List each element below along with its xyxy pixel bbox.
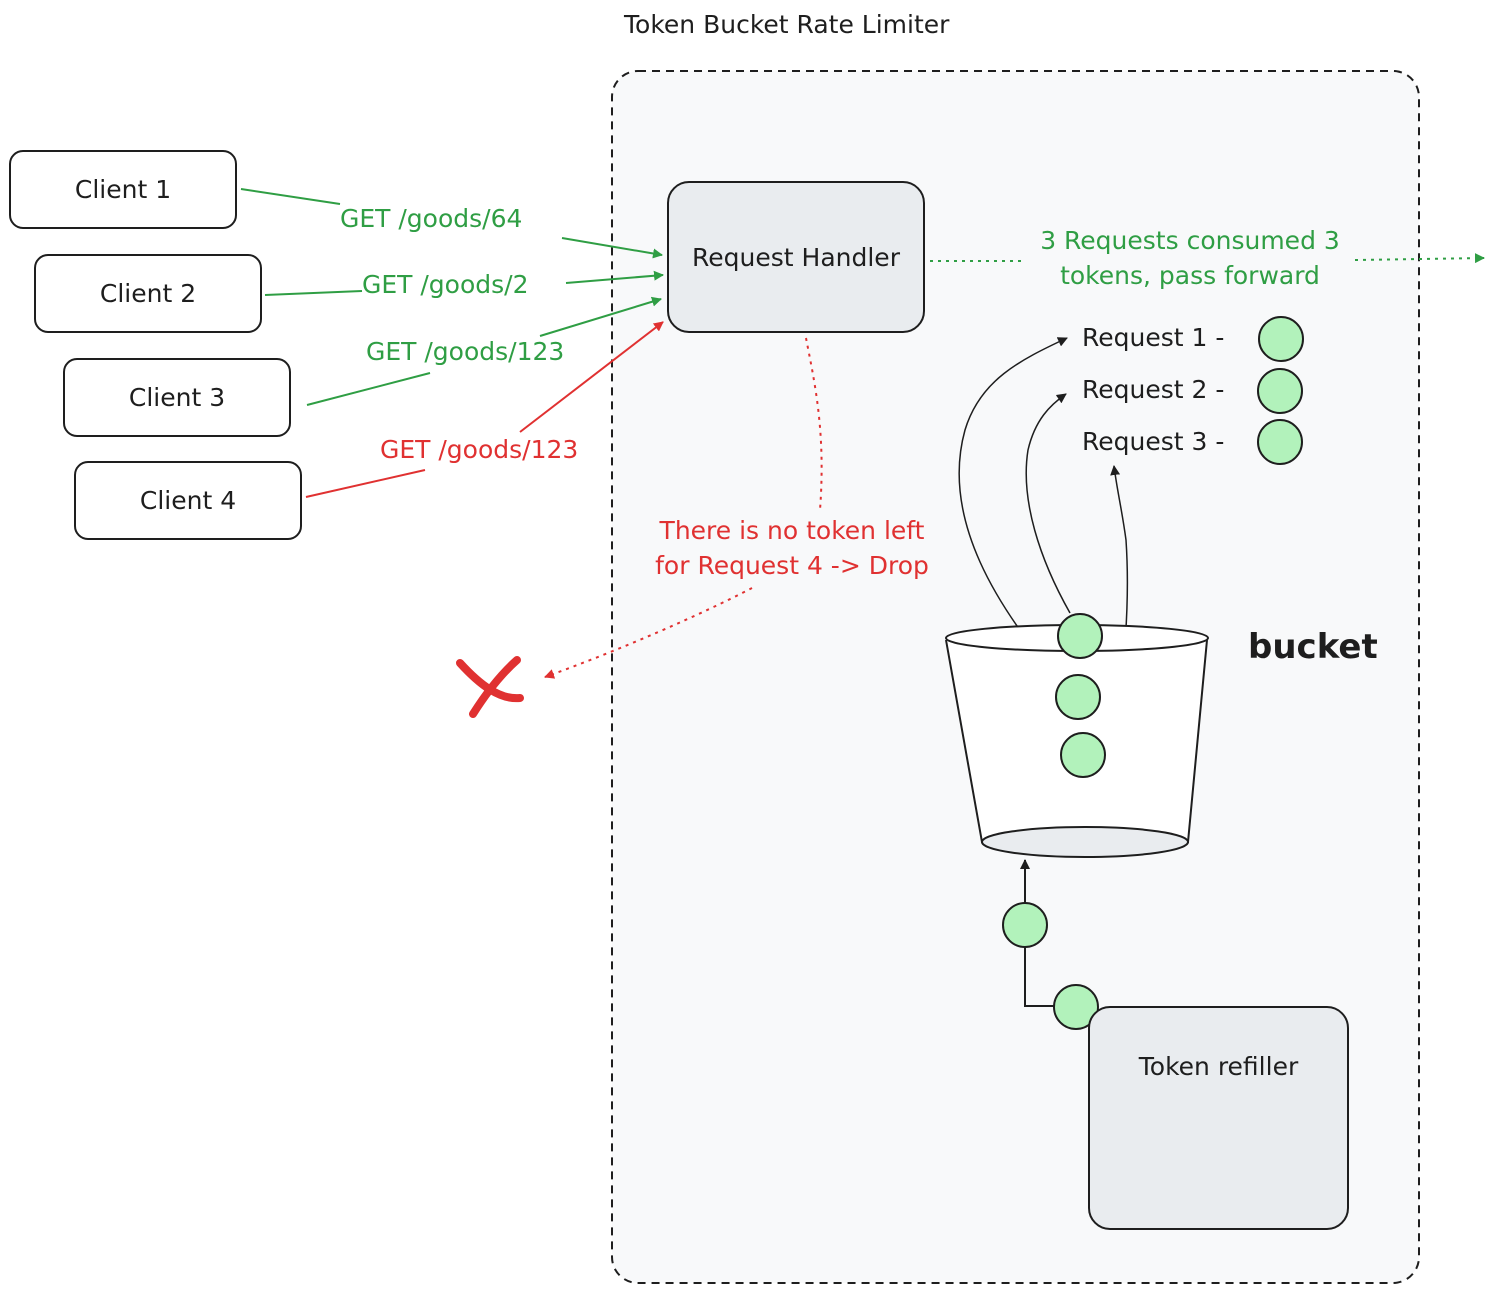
- token-flow-1: [958, 337, 1068, 676]
- request-label-3: GET /goods/123: [366, 337, 565, 366]
- diagram-title: Token Bucket Rate Limiter: [624, 10, 950, 39]
- token-refiller-box[interactable]: Token refiller: [1088, 1006, 1349, 1230]
- token-flow-2: [1025, 393, 1071, 614]
- forward-note-line-2: tokens, pass forward: [1060, 261, 1320, 290]
- consumed-request-1: Request 1 -: [1082, 323, 1225, 352]
- request-handler-box[interactable]: Request Handler: [667, 181, 925, 333]
- request-arrow-3: [306, 372, 431, 406]
- token-circle-icon: [1257, 419, 1303, 465]
- request-arrow-4: [305, 469, 426, 498]
- client-box-1[interactable]: Client 1: [9, 150, 237, 229]
- client-box-3[interactable]: Client 3: [63, 358, 291, 437]
- request-handler-label: Request Handler: [692, 242, 900, 272]
- drop-note: There is no token left for Request 4 -> …: [632, 513, 952, 583]
- client-box-4[interactable]: Client 4: [74, 461, 302, 540]
- token-circle-icon: [1060, 732, 1106, 778]
- token-circle-icon: [1258, 316, 1304, 362]
- token-refiller-label: Token refiller: [1138, 1052, 1299, 1081]
- token-circle-icon: [1055, 674, 1101, 720]
- drop-arrow-head: [544, 587, 753, 679]
- drop-note-line-2: for Request 4 -> Drop: [655, 551, 929, 580]
- request-arrow-1: [240, 188, 341, 205]
- forward-arrow-head: [1354, 253, 1485, 264]
- consumed-request-2: Request 2 -: [1082, 375, 1225, 404]
- consumed-request-3: Request 3 -: [1082, 427, 1225, 456]
- token-circle-icon: [1053, 984, 1099, 1030]
- request-arrow-2: [264, 290, 363, 296]
- forward-note: 3 Requests consumed 3 tokens, pass forwa…: [1025, 223, 1355, 293]
- bucket-label: bucket: [1248, 627, 1378, 667]
- token-circle-icon: [1257, 368, 1303, 414]
- client-box-2[interactable]: Client 2: [34, 254, 262, 333]
- request-label-4: GET /goods/123: [380, 435, 579, 464]
- token-circle-icon: [1002, 902, 1048, 948]
- drop-arrow: [805, 337, 823, 511]
- drop-note-line-1: There is no token left: [659, 516, 925, 545]
- forward-note-line-1: 3 Requests consumed 3: [1040, 226, 1340, 255]
- request-label-2: GET /goods/2: [362, 270, 529, 299]
- client-label: Client 1: [74, 175, 172, 204]
- client-label: Client 4: [139, 486, 237, 515]
- request-arrow-3-head: [539, 296, 662, 337]
- token-circle-icon: [1057, 613, 1103, 659]
- x-mark-icon: [456, 656, 524, 718]
- client-label: Client 2: [99, 279, 197, 308]
- request-arrow-2-head: [565, 270, 664, 284]
- client-label: Client 3: [128, 383, 226, 412]
- request-arrow-4-head: [519, 321, 664, 433]
- request-label-1: GET /goods/64: [340, 204, 523, 233]
- request-arrow-1-head: [561, 237, 663, 259]
